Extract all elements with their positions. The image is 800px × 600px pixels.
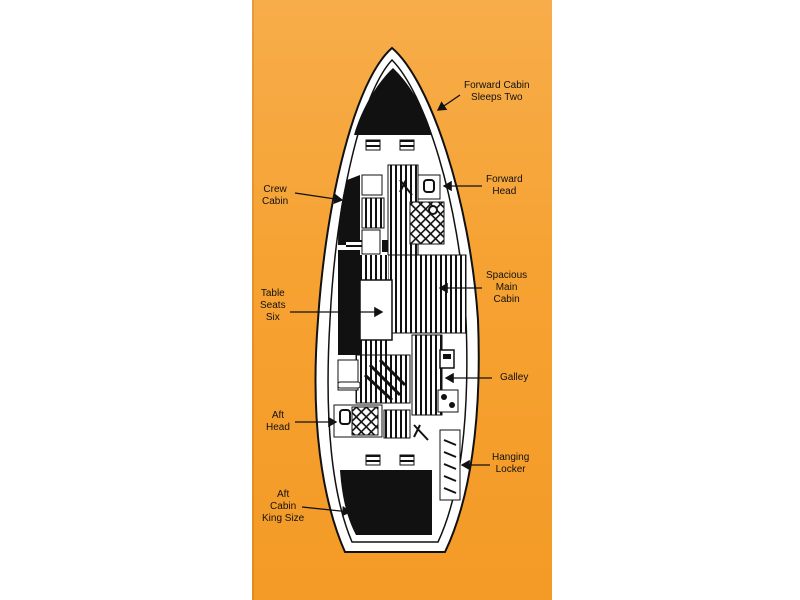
label-galley: Galley — [500, 372, 529, 383]
table-settee — [338, 250, 360, 355]
main-cabin-floor — [387, 254, 467, 334]
label-hanging-locker: Hanging Locker — [492, 452, 530, 475]
label-main-cabin: Spacious Main Cabin — [486, 270, 528, 305]
label-forward-cabin: Forward Cabin Sleeps Two — [464, 80, 530, 103]
label-aft-head: Aft Head — [266, 410, 290, 433]
label-aft-cabin: Aft Cabin King Size — [262, 489, 305, 524]
label-crew-cabin: Crew Cabin — [262, 184, 289, 207]
label-forward-head: Forward Head — [486, 174, 523, 197]
forward-cabin-berth — [354, 68, 432, 135]
aft-cabin-berth — [340, 470, 432, 535]
crew-cabin-berth — [338, 175, 360, 245]
hanging-locker — [439, 429, 461, 501]
galley — [411, 334, 443, 416]
label-table: Table Seats Six — [260, 288, 286, 323]
dining-table — [359, 279, 393, 341]
